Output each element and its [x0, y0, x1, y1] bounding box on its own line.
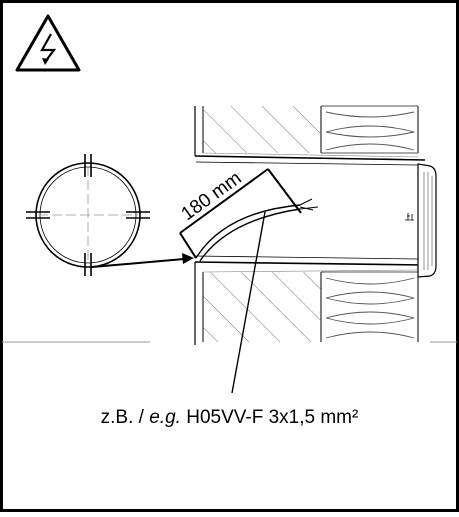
electrical-hazard-icon — [15, 14, 81, 72]
insulation-top — [321, 105, 418, 154]
caption-suffix: H05VV-F 3x1,5 mm² — [180, 407, 359, 428]
outer-cover — [417, 163, 437, 278]
caption-italic: e.g. — [149, 407, 181, 428]
insulation-bottom — [321, 271, 418, 339]
dimension-marker — [179, 168, 302, 259]
caption-prefix: z.B. / — [100, 407, 150, 428]
sleeve-marking — [405, 213, 414, 221]
caption-leader-line — [231, 211, 266, 394]
cross-section-circle — [26, 154, 150, 276]
masonry-top — [203, 106, 321, 153]
arrow — [91, 253, 194, 268]
cable-caption: z.B. / e.g. H05VV-F 3x1,5 mm² — [0, 407, 459, 429]
cable — [195, 198, 319, 262]
wall-sleeve — [194, 152, 426, 273]
masonry-bottom — [203, 272, 321, 342]
